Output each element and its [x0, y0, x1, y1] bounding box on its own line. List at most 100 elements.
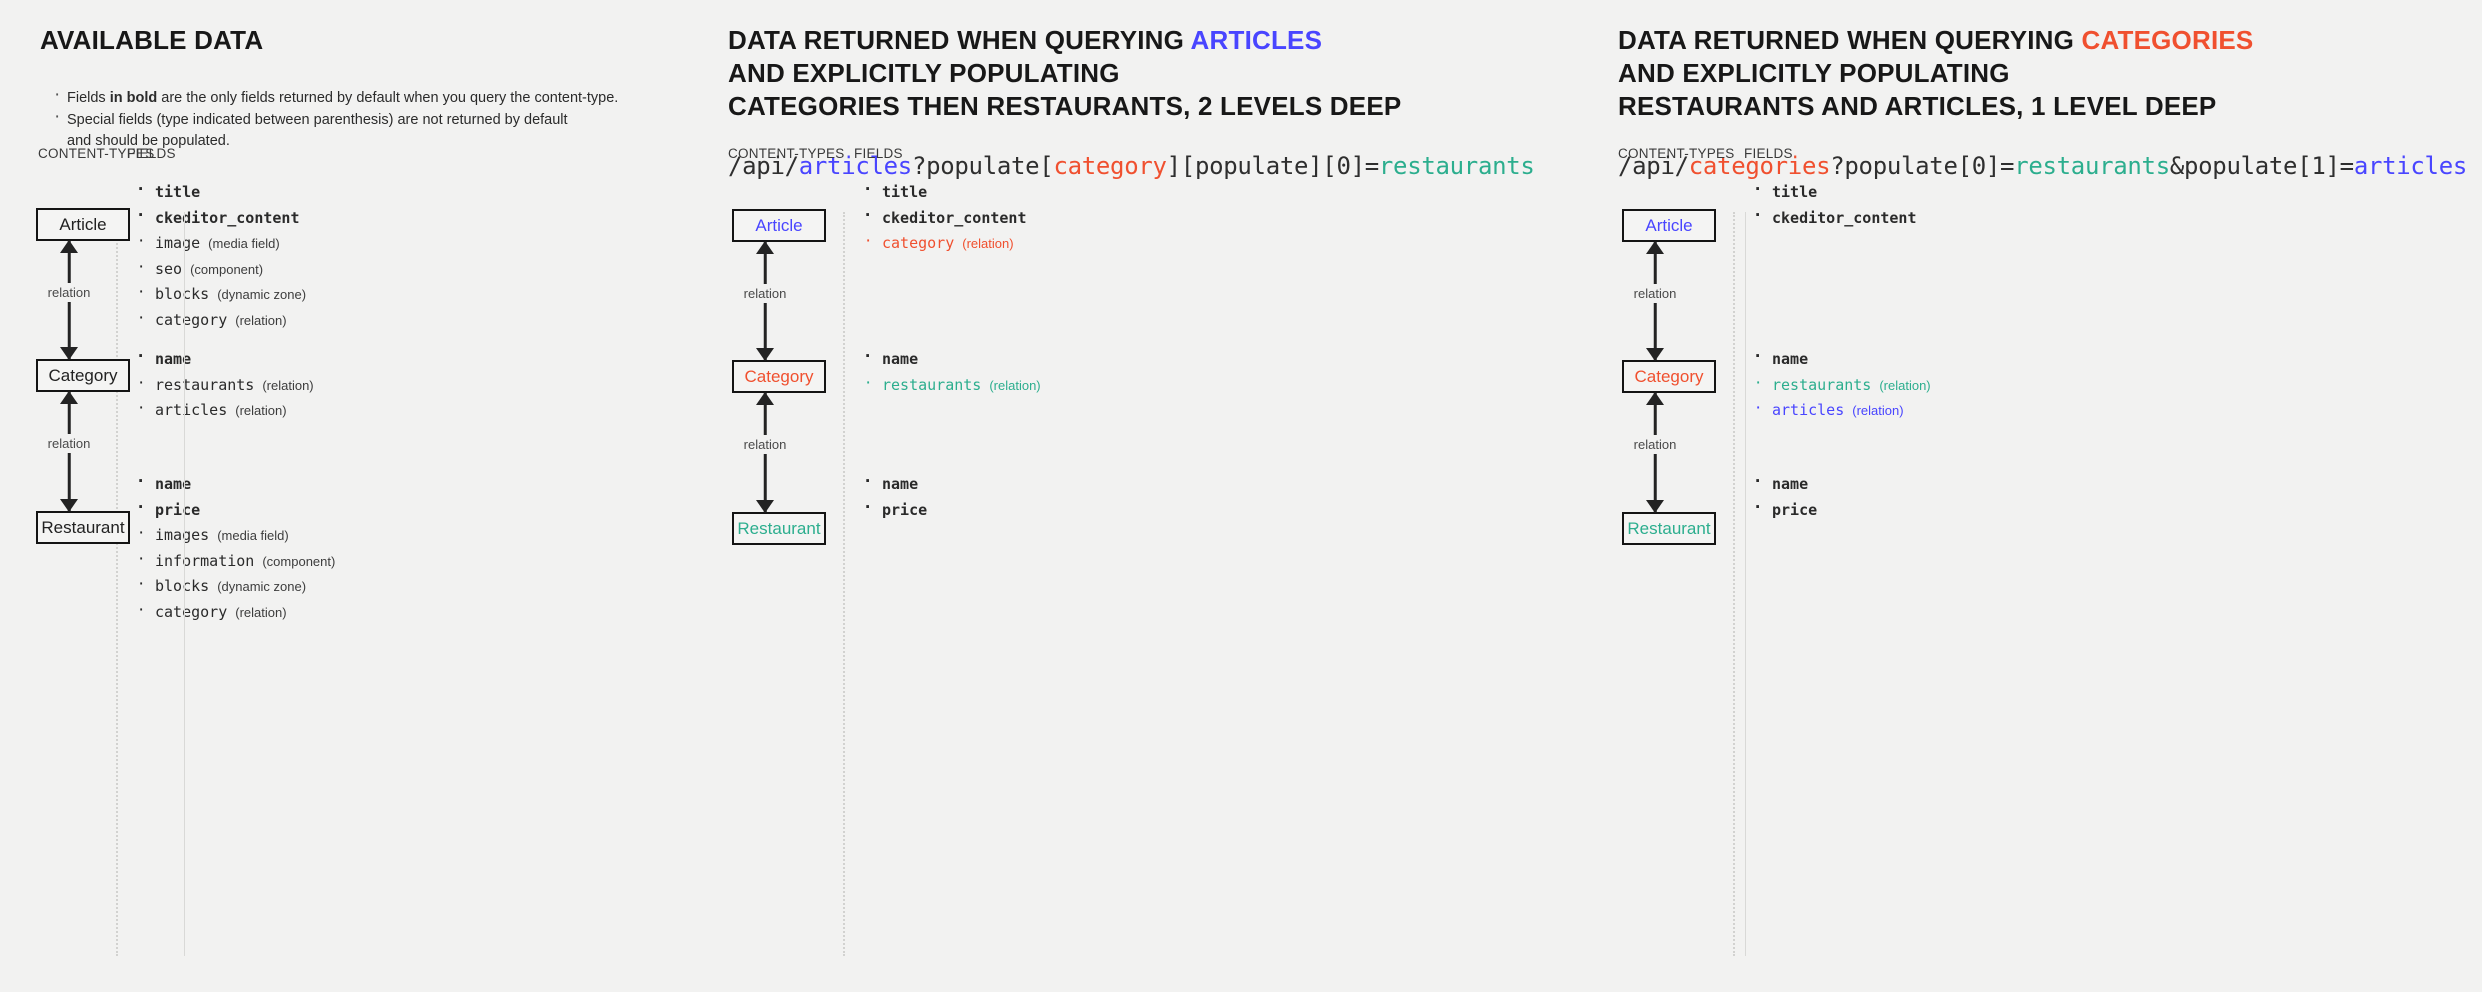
note-text: Fields — [67, 90, 110, 106]
caption-fields: FIELDS — [854, 146, 903, 161]
caption-content-types: CONTENT-TYPES — [1618, 146, 1735, 161]
relation-arrow-category-restaurant: relation — [42, 391, 96, 512]
field-row: name — [133, 469, 335, 498]
url-segment: ][populate][0]= — [1166, 152, 1380, 180]
relation-label: relation — [42, 283, 96, 302]
field-name: blocks — [155, 577, 210, 595]
panel-3-heading-line3: RESTAURANTS AND ARTICLES, 1 LEVEL DEEP — [1618, 91, 2217, 121]
node-restaurant[interactable]: Restaurant — [36, 511, 130, 544]
arrowhead-up-icon — [1646, 241, 1664, 254]
field-name: name — [155, 475, 192, 493]
field-name: title — [155, 183, 201, 201]
field-row: category(relation) — [860, 228, 1027, 257]
field-row: title — [860, 177, 1027, 206]
node-restaurant[interactable]: Restaurant — [1622, 512, 1716, 545]
panel-3-dotted-divider — [1733, 212, 1735, 956]
field-kind: (relation) — [962, 236, 1014, 251]
caption-content-types: CONTENT-TYPES — [728, 146, 845, 161]
field-kind: (relation) — [1879, 377, 1931, 393]
field-row: seo(component) — [133, 254, 306, 283]
url-segment: &populate[1]= — [2169, 152, 2354, 180]
field-row: restaurants(relation) — [133, 370, 314, 399]
field-name: blocks — [155, 285, 210, 303]
field-name: name — [155, 350, 192, 368]
field-kind: (relation) — [235, 403, 287, 418]
url-segment-category: category — [1053, 152, 1167, 180]
node-article[interactable]: Article — [732, 209, 826, 242]
field-row: image (media field) — [133, 228, 306, 257]
field-kind: (relation) — [989, 377, 1041, 393]
field-name: image — [155, 234, 201, 252]
caption-fields: FIELDS — [1744, 146, 1793, 161]
arrowhead-up-icon — [60, 240, 78, 253]
field-row: title — [133, 177, 306, 206]
node-article[interactable]: Article — [1622, 209, 1716, 242]
node-category[interactable]: Category — [732, 360, 826, 393]
url-segment-restaurants: restaurants — [2014, 152, 2170, 180]
fields-group-category: name restaurants(relation) articles(rela… — [133, 344, 314, 424]
field-name: name — [1772, 350, 1809, 368]
arrowhead-down-icon — [756, 348, 774, 361]
field-row: articles(relation) — [133, 395, 314, 424]
panel-2-heading-line1-pre: DATA RETURNED WHEN QUERYING — [728, 25, 1191, 55]
field-row: title — [1750, 177, 1917, 206]
field-name: name — [1772, 475, 1809, 493]
field-name: title — [882, 183, 928, 201]
panel-3-heading-line2: AND EXPLICITLY POPULATING — [1618, 58, 2010, 88]
field-kind: (media field) — [208, 236, 280, 251]
field-row: information(component) — [133, 546, 335, 575]
relation-label: relation — [1628, 435, 1682, 454]
fields-group-article: title ckeditor_content category(relation… — [860, 177, 1027, 257]
field-name: price — [882, 500, 928, 519]
field-row: price — [133, 495, 335, 524]
fields-group-article: title ckeditor_content image(media field… — [133, 177, 306, 334]
field-name: price — [1772, 500, 1818, 519]
field-name: restaurants — [882, 375, 982, 394]
field-kind: (dynamic zone) — [217, 579, 307, 594]
field-row: images(media field) — [133, 520, 335, 549]
url-segment-articles: articles — [2353, 152, 2468, 180]
field-name: name — [882, 350, 919, 368]
field-name: title — [1772, 183, 1818, 201]
panel-2-dotted-divider — [843, 212, 845, 956]
panel-2-heading-line3: CATEGORIES THEN RESTAURANTS, 2 LEVELS DE… — [728, 91, 1402, 121]
note-item: Fields in bold are the only fields retur… — [50, 84, 690, 109]
caption-fields: FIELDS — [127, 146, 176, 161]
field-name: seo — [155, 259, 183, 278]
fields-group-restaurant: name price — [860, 469, 928, 524]
arrowhead-up-icon — [756, 392, 774, 405]
arrowhead-down-icon — [1646, 348, 1664, 361]
panel-2-heading-line2: AND EXPLICITLY POPULATING — [728, 58, 1120, 88]
arrowhead-down-icon — [60, 499, 78, 512]
field-row: name — [860, 469, 927, 498]
relation-label: relation — [738, 284, 792, 303]
panel-3-heading-highlight: CATEGORIES — [2081, 25, 2254, 55]
node-category[interactable]: Category — [36, 359, 130, 392]
panel-1-notes: Fields in bold are the only fields retur… — [50, 84, 690, 153]
relation-label: relation — [738, 435, 792, 454]
field-kind: (relation) — [235, 312, 287, 328]
caption-content-types: CONTENT-TYPES — [38, 146, 155, 161]
field-kind: (media field) — [217, 528, 289, 543]
arrowhead-up-icon — [1646, 392, 1664, 405]
node-article[interactable]: Article — [36, 208, 130, 241]
note-text: Special fields (type indicated between p… — [67, 112, 568, 128]
relation-label: relation — [42, 434, 96, 453]
arrowhead-down-icon — [1646, 500, 1664, 513]
field-row: restaurants(relation) — [1750, 370, 1931, 399]
node-restaurant[interactable]: Restaurant — [732, 512, 826, 545]
url-segment: ?populate[ — [911, 152, 1054, 180]
field-row: blocks (dynamic zone) — [133, 571, 335, 600]
field-kind: (relation) — [262, 377, 314, 393]
url-segment: /api/ — [1618, 152, 1689, 180]
field-row: price — [860, 495, 928, 524]
note-item: Special fields (type indicated between p… — [50, 106, 690, 152]
field-row: restaurants (relation) — [860, 370, 1041, 399]
arrowhead-down-icon — [60, 347, 78, 360]
note-text-bold: in bold — [109, 90, 158, 106]
relation-arrow-article-category: relation — [738, 241, 792, 361]
node-category[interactable]: Category — [1622, 360, 1716, 393]
url-segment-articles: articles — [798, 152, 913, 180]
field-row: category(relation) — [133, 305, 306, 334]
